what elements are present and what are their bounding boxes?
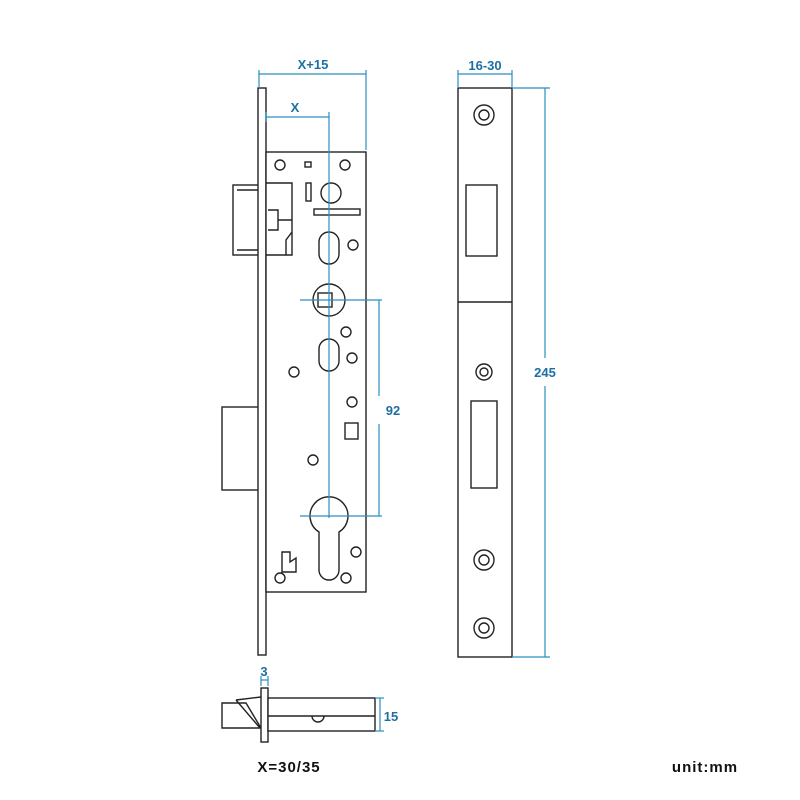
dim-strike-width: 16-30: [468, 58, 501, 73]
dimension-lines: [258, 70, 550, 732]
cylinder-hole: [309, 496, 349, 581]
unit-note: unit:mm: [672, 759, 738, 776]
dim-strike-height: 245: [534, 365, 556, 380]
dim-backset: X: [291, 100, 300, 115]
dim-center-distance: 92: [386, 403, 400, 418]
screw-icons: [274, 159, 362, 584]
faceplate: [257, 87, 267, 656]
strike-plate: [457, 87, 513, 658]
dim-backset-plus: X+15: [298, 57, 329, 72]
latch-side-view: [221, 687, 376, 743]
latch-bolt: [232, 184, 260, 256]
dim-latch-height: 15: [384, 709, 398, 724]
latch-mechanism: [266, 182, 293, 256]
lock-case: [265, 151, 367, 593]
x-values-note: X=30/35: [257, 759, 320, 776]
dead-bolt: [221, 406, 260, 491]
dim-faceplate-thickness: 3: [260, 664, 267, 679]
lock-front-view: [221, 87, 367, 656]
